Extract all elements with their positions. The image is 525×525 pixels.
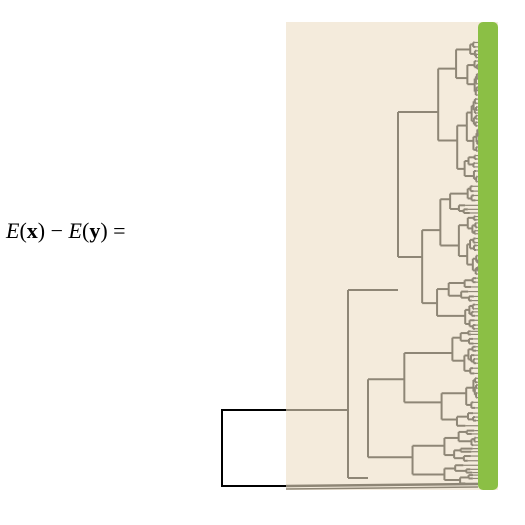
equation-minus: − xyxy=(45,218,69,243)
dendrogram-tree xyxy=(285,41,479,490)
equation: E(x) − E(y) = xyxy=(6,218,126,244)
leaf-color-bar xyxy=(478,22,498,490)
equation-var-x: x xyxy=(26,218,38,243)
dendrogram-branch xyxy=(285,482,479,488)
equation-e-symbol-y: E xyxy=(68,218,82,243)
dendrogram-branch xyxy=(285,486,479,490)
equation-paren-open-x: ( xyxy=(19,218,27,243)
equation-var-y: y xyxy=(89,218,101,243)
equation-paren-close-x: ) xyxy=(37,218,46,243)
comparison-bracket xyxy=(221,409,286,487)
equation-paren-open-y: ( xyxy=(81,218,90,243)
equation-e-symbol-x: E xyxy=(6,218,20,243)
equation-paren-close-y: ) xyxy=(100,218,108,243)
equation-equals: = xyxy=(107,218,126,243)
